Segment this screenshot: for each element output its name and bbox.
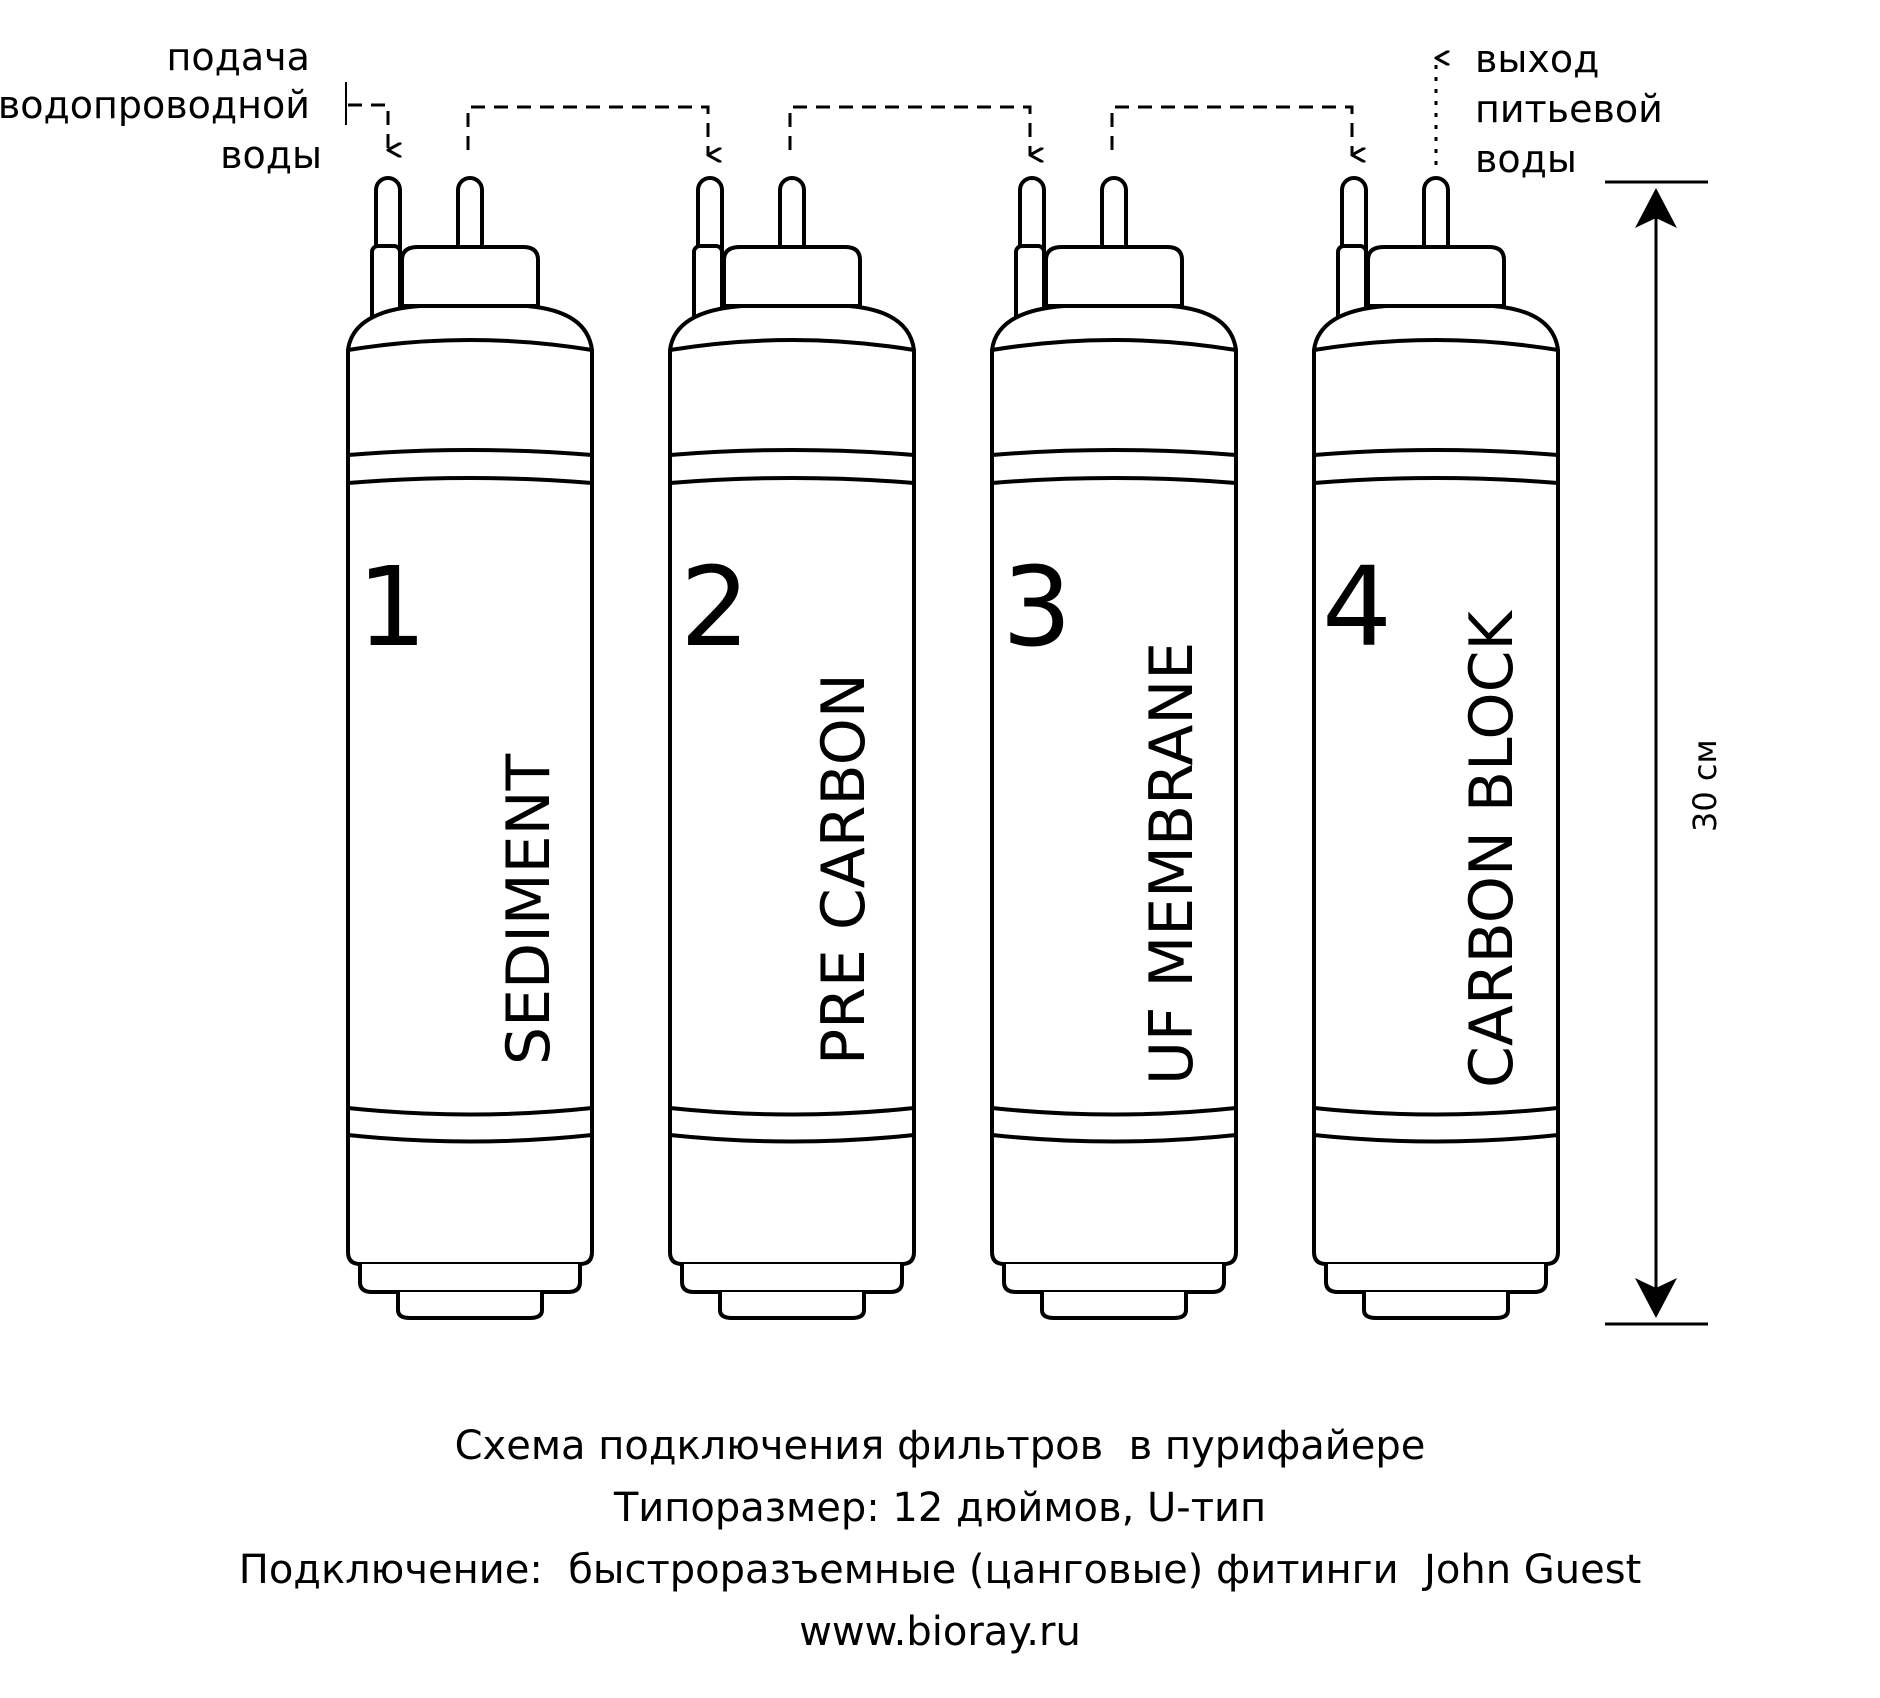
filter-2-name: PRE CARBON: [809, 673, 879, 1065]
inlet-flow-line: [348, 103, 388, 150]
filter-3-lower-band-top: [991, 1106, 1237, 1117]
filter-2-lower-band-top: [669, 1106, 915, 1117]
filter-4-head: [1366, 245, 1506, 308]
filter-1-name: SEDIMENT: [494, 754, 564, 1065]
filter-3-bottom-cap: [1040, 1292, 1188, 1320]
filter-1-lower-band-bottom: [347, 1133, 593, 1144]
dimension-label: 30 см: [1686, 739, 1724, 832]
filter-4-lower-band-bottom: [1313, 1133, 1559, 1144]
filter-3-upper-band-top: [991, 448, 1237, 457]
inlet-label-line-1: подача: [167, 35, 310, 79]
filter-3-upper-band-bottom: [991, 476, 1237, 485]
filter-1-base-ring: [358, 1264, 582, 1294]
filter-cartridges: [346, 176, 1560, 1320]
filter-2-upper-band-top: [669, 448, 915, 457]
outlet-label-line-3: воды: [1475, 137, 1577, 181]
filter-4-upper-band-top: [1313, 448, 1559, 457]
water-flow-lines: [348, 58, 1436, 165]
dimension-arrow-up: [1635, 188, 1677, 228]
filter-4-bottom-cap: [1362, 1292, 1510, 1320]
filter-4-number: 4: [1322, 543, 1392, 671]
filter-1-number: 1: [357, 543, 427, 671]
filter-1-upper-band-bottom: [347, 476, 593, 485]
caption-line-3: Подключение: быстроразъемные (цанговые) …: [238, 1547, 1642, 1593]
filter-1-lower-band-top: [347, 1106, 593, 1117]
filter-4-shoulder-line: [1313, 338, 1559, 352]
filter-4-lower-band-top: [1313, 1106, 1559, 1117]
inlet-label: подача водопроводной воды: [0, 35, 322, 177]
filter-4-cartridge: [1312, 176, 1560, 1320]
filter-1-shoulder-line: [347, 338, 593, 352]
filter-2-upper-band-bottom: [669, 476, 915, 485]
filter-3-name: UF MEMBRANE: [1137, 642, 1207, 1085]
inlet-label-line-3: воды: [220, 133, 322, 177]
height-dimension: [1605, 180, 1708, 1326]
filter-3-cartridge: [990, 176, 1238, 1320]
filter-3-number: 3: [1002, 543, 1072, 671]
flow-line-3-4: [1110, 105, 1352, 155]
filter-1-cartridge: [346, 176, 594, 1320]
filter-1-head: [400, 245, 540, 308]
filter-3-shoulder-line: [991, 338, 1237, 352]
filter-4-upper-band-bottom: [1313, 476, 1559, 485]
filter-3-base-ring: [1002, 1264, 1226, 1294]
caption: Схема подключения фильтров в пурифайере …: [0, 1415, 1880, 1663]
filter-4-base-ring: [1324, 1264, 1548, 1294]
filter-1-bottom-cap: [396, 1292, 544, 1320]
outlet-label: выход питьевой воды: [1475, 37, 1675, 181]
filter-3-lower-band-bottom: [991, 1133, 1237, 1144]
filter-2-lower-band-bottom: [669, 1133, 915, 1144]
dimension-arrow-down: [1635, 1278, 1677, 1318]
filter-3-head: [1044, 245, 1184, 308]
filter-2-bottom-cap: [718, 1292, 866, 1320]
caption-line-2: Типоразмер: 12 дюймов, U-тип: [613, 1485, 1267, 1531]
filter-2-cartridge: [668, 176, 916, 1320]
caption-line-1: Схема подключения фильтров в пурифайере: [454, 1423, 1426, 1469]
flow-line-1-2: [466, 105, 708, 155]
filter-2-shoulder-line: [669, 338, 915, 352]
filter-2-base-ring: [680, 1264, 904, 1294]
flow-line-2-3: [788, 105, 1030, 155]
filter-4-name: CARBON BLOCK: [1457, 610, 1527, 1088]
filter-2-number: 2: [680, 543, 750, 671]
filter-2-head: [722, 245, 862, 308]
caption-line-4[interactable]: www.bioray.ru: [799, 1609, 1081, 1655]
outlet-label-line-2: питьевой: [1475, 87, 1663, 131]
inlet-label-line-2: водопроводной: [0, 83, 310, 127]
outlet-label-line-1: выход: [1475, 37, 1599, 81]
filter-1-upper-band-top: [347, 448, 593, 457]
